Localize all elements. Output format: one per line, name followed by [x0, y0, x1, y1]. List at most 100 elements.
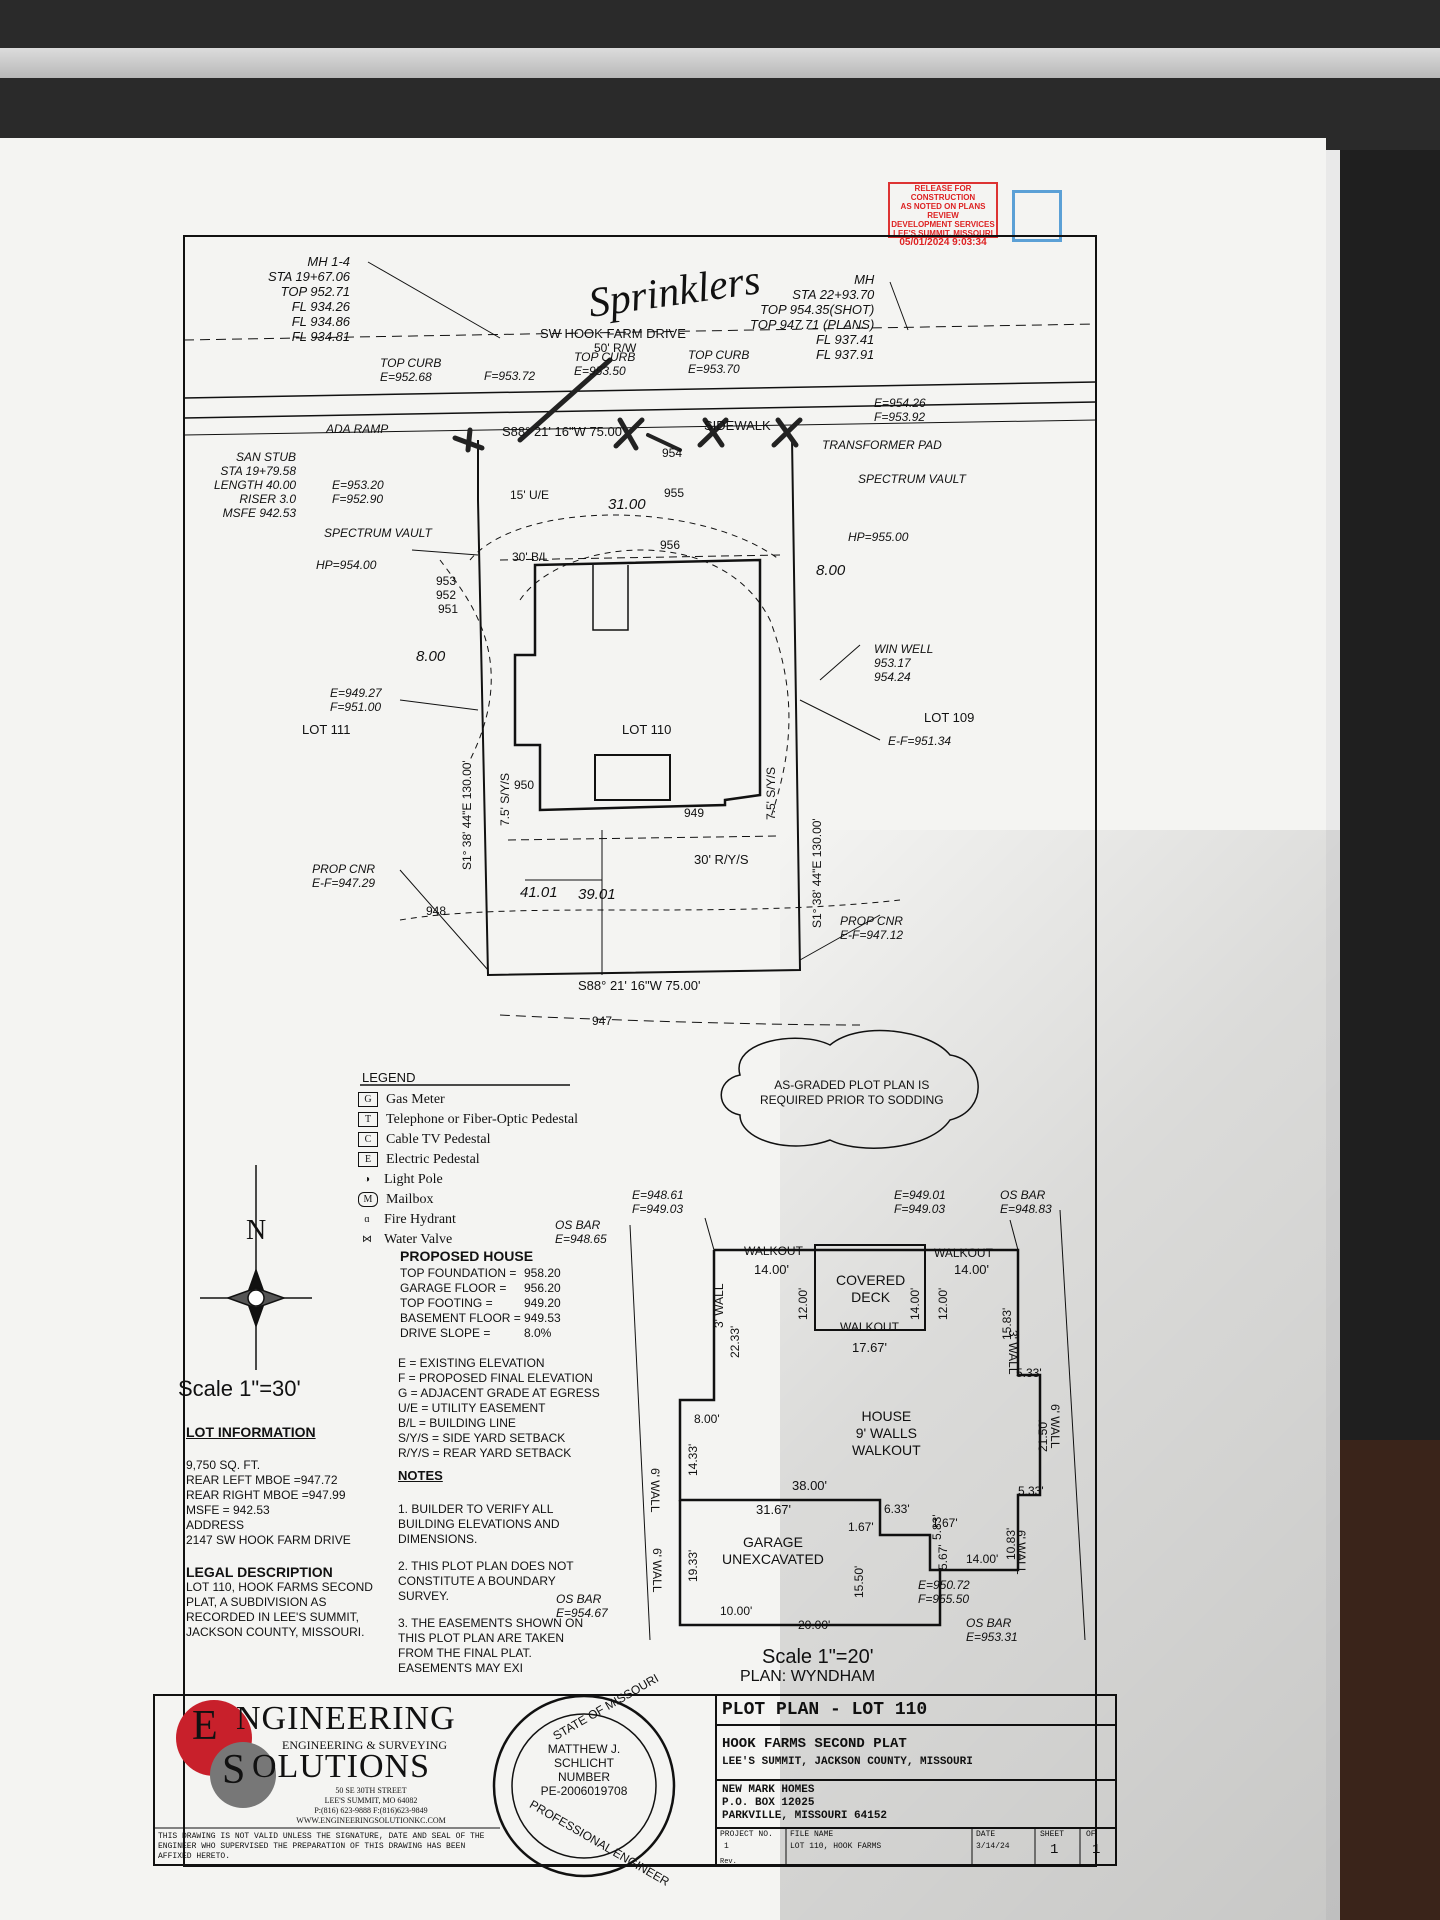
street-name: SW HOOK FARM DRIVE	[540, 326, 686, 341]
label-line: E=948.65	[555, 1232, 607, 1246]
legend-label: Gas Meter	[386, 1092, 445, 1107]
label-line: E=953.31	[966, 1630, 1018, 1644]
label-line: FL 937.91	[815, 347, 875, 362]
north-letter: N	[246, 1215, 267, 1246]
label-line: DECK	[851, 1289, 891, 1305]
abbrev-line: B/L = BUILDING LINE	[398, 1416, 516, 1430]
lot-111-label: LOT 111	[302, 722, 351, 737]
contour-948: 948	[426, 904, 447, 918]
mailbox-icon: M	[358, 1192, 378, 1208]
label-line: E-F=947.12	[840, 928, 904, 942]
subdivision-name: HOOK FARMS SECOND PLAT	[722, 1736, 907, 1752]
walkout-deck: WALKOUT	[840, 1320, 899, 1334]
proposed-row: BASEMENT FLOOR =949.53	[400, 1311, 561, 1326]
dim-22-33: 22.33'	[728, 1325, 742, 1358]
lot-info-line: REAR RIGHT MBOE =947.99	[186, 1488, 346, 1502]
seal-line: SCHLICHT	[553, 1756, 614, 1770]
label-line: 954.24	[874, 670, 911, 684]
stamp-line: AS NOTED ON PLANS REVIEW	[900, 202, 986, 220]
wall-3-left: 3' WALL	[712, 1283, 726, 1328]
dim-19-33: 19.33'	[686, 1549, 700, 1582]
label-line: F=952.90	[332, 492, 384, 506]
lot-info-title: LOT INFORMATION	[186, 1424, 316, 1440]
proposed-row: TOP FOOTING =949.20	[400, 1296, 561, 1311]
electric-pedestal-icon: E	[358, 1152, 378, 1168]
note-cloud	[720, 1029, 979, 1149]
dim-14-left: 14.00'	[754, 1262, 790, 1277]
sheet-label: SHEET	[1040, 1830, 1065, 1839]
note-line: SURVEY.	[398, 1589, 449, 1603]
proposed-label: GARAGE FLOOR =	[400, 1281, 507, 1295]
spectrum-vault-left: SPECTRUM VAULT	[324, 526, 432, 540]
label-line: TOP CURB	[380, 356, 442, 370]
scale-20: Scale 1"=20'	[762, 1646, 874, 1668]
dim-1-67-right: 1.67'	[932, 1516, 958, 1530]
address-line: WWW.ENGINEERINGSOLUTIONKC.COM	[296, 1816, 446, 1825]
contour-949: 949	[684, 806, 705, 820]
contour-954: 954	[662, 446, 683, 460]
note-line: FROM THE FINAL PLAT.	[398, 1646, 532, 1660]
walkout-right: WALKOUT	[934, 1246, 993, 1260]
label-line: WIN WELL	[874, 642, 934, 656]
note-line: DIMENSIONS.	[398, 1532, 478, 1546]
stamp-line: LEE'S SUMMIT, MISSOURI	[893, 229, 993, 238]
address-line: P:(816) 623-9888 F:(816)623-9849	[314, 1806, 428, 1815]
dim-6-33: 6.33'	[884, 1502, 910, 1516]
dim-39-01: 39.01	[578, 886, 616, 903]
sheet-title: PLOT PLAN - LOT 110	[722, 1700, 928, 1720]
label-line: COVERED	[836, 1272, 906, 1288]
proposed-value: 949.53	[524, 1311, 561, 1325]
wall-6-right: 6' WALL	[1048, 1404, 1062, 1449]
abbrev-line: G = ADJACENT GRADE AT EGRESS	[398, 1386, 600, 1400]
label-line: F=955.50	[918, 1592, 970, 1606]
cable-pedestal-icon: C	[358, 1132, 378, 1148]
label-line: E=948.83	[1000, 1202, 1052, 1216]
note-line: 3. THE EASEMENTS SHOWN ON	[398, 1616, 584, 1630]
legend-item: G Gas Meter	[358, 1090, 578, 1110]
note-line: EASEMENTS MAY EXI	[398, 1661, 523, 1675]
legend-title: LEGEND	[362, 1070, 416, 1085]
label-line: MH 1-4	[307, 254, 351, 269]
label-line: F=951.00	[330, 700, 382, 714]
scale-30: Scale 1"=30'	[178, 1376, 301, 1401]
dim-20: 20.00'	[798, 1618, 831, 1632]
disclaimer: THIS DRAWING IS NOT VALID UNLESS THE SIG…	[158, 1832, 485, 1861]
spectrum-vault-right: SPECTRUM VAULT	[858, 472, 966, 486]
proposed-value: 958.20	[524, 1266, 561, 1280]
right-property-line: S1° 38' 44"E 130.00'	[810, 818, 824, 928]
label-line: WALKOUT	[852, 1442, 921, 1458]
seal-line: NUMBER	[557, 1770, 610, 1784]
proposed-label: TOP FOOTING =	[400, 1296, 493, 1310]
proposed-label: TOP FOUNDATION =	[400, 1266, 517, 1280]
rear-setback: 30' R/Y/S	[694, 852, 749, 867]
dim-14-right: 14.00'	[954, 1262, 990, 1277]
gas-meter-icon: G	[358, 1092, 378, 1108]
contour-956: 956	[660, 538, 681, 552]
proposed-row: TOP FOUNDATION = 958.20	[400, 1266, 561, 1281]
rear-property-line: S88° 21' 16"W 75.00'	[578, 978, 701, 993]
label-line: E-F=947.29	[312, 876, 376, 890]
label-line: F=953.92	[874, 410, 926, 424]
elev-951-34: E-F=951.34	[888, 734, 952, 748]
proposed-house-title: PROPOSED HOUSE	[400, 1248, 534, 1264]
label-line: E=953.50	[574, 364, 626, 378]
client-line: NEW MARK HOMES	[722, 1784, 815, 1796]
dim-12-right: 12.00'	[936, 1287, 950, 1320]
label-line: RISER 3.0	[239, 492, 297, 506]
wall-6-bottom: 6' WALL	[1014, 1530, 1028, 1575]
label-line: STA 19+79.58	[220, 464, 297, 478]
dim-14-deck: 14.00'	[908, 1287, 922, 1320]
address-line: 50 SE 30TH STREET	[335, 1786, 407, 1795]
